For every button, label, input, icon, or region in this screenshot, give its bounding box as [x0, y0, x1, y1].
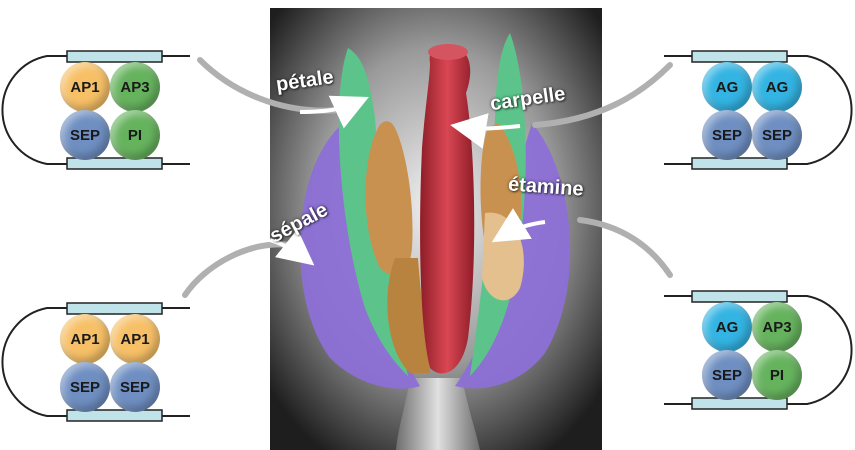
protein-ap3: AP3	[752, 302, 802, 352]
protein-ag: AG	[702, 62, 752, 112]
protein-ap1: AP1	[60, 314, 110, 364]
complex-top-right: AG AG SEP SEP	[660, 48, 850, 178]
carpel	[420, 46, 474, 374]
dna-loop	[660, 288, 850, 418]
complex-bottom-right: AG AP3 SEP PI	[660, 288, 850, 418]
protein-ap3: AP3	[110, 62, 160, 112]
protein-ap1: AP1	[60, 62, 110, 112]
complex-bottom-left: AP1 AP1 SEP SEP	[5, 300, 195, 430]
protein-ap1: AP1	[110, 314, 160, 364]
protein-pi: PI	[752, 350, 802, 400]
protein-sep: SEP	[60, 362, 110, 412]
dna-loop	[660, 48, 850, 178]
protein-sep: SEP	[110, 362, 160, 412]
protein-sep: SEP	[702, 110, 752, 160]
protein-sep: SEP	[702, 350, 752, 400]
protein-sep: SEP	[752, 110, 802, 160]
complex-top-left: AP1 AP3 SEP PI	[5, 48, 195, 178]
protein-pi: PI	[110, 110, 160, 160]
protein-ag: AG	[752, 62, 802, 112]
protein-ag: AG	[702, 302, 752, 352]
protein-sep: SEP	[60, 110, 110, 160]
